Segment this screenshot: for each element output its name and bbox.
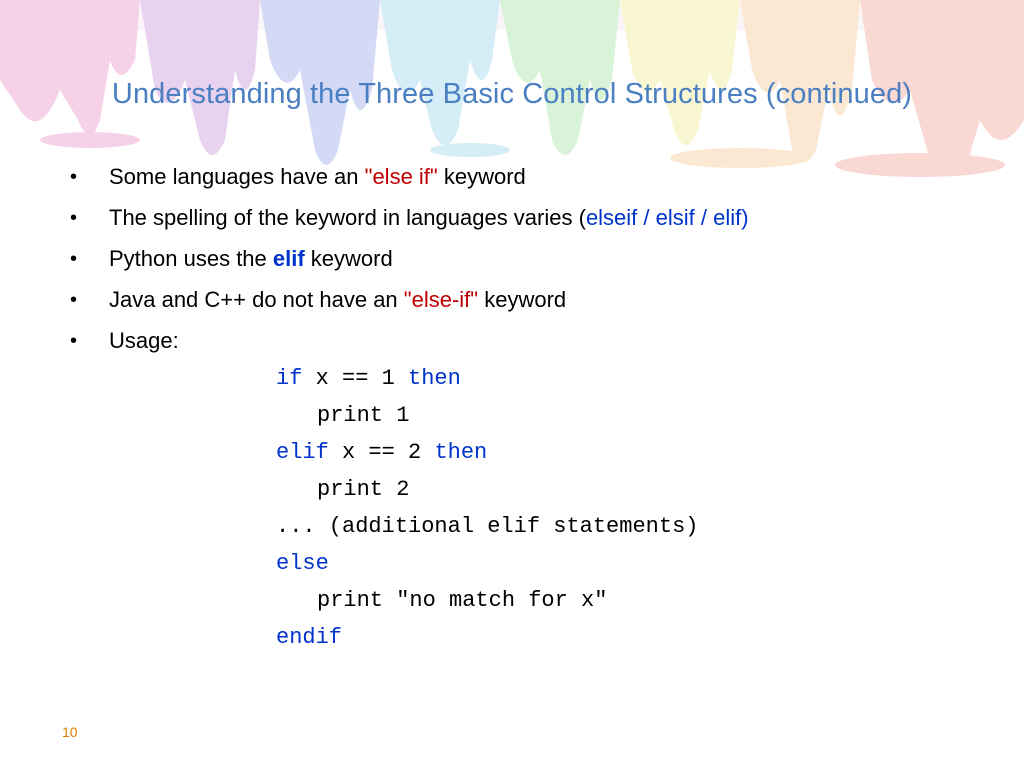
code-keyword: elif xyxy=(276,440,329,465)
code-line: print "no match for x" xyxy=(276,584,698,621)
bullet-item: • The spelling of the keyword in languag… xyxy=(70,201,970,242)
code-text: print "no match for x" xyxy=(317,588,608,613)
bullet-text: keyword xyxy=(304,246,393,271)
code-line: print 2 xyxy=(276,473,698,510)
code-text: x == 1 xyxy=(302,366,409,391)
bullet-text: Python uses the xyxy=(109,246,273,271)
code-text: x == 2 xyxy=(328,440,435,465)
bullet-icon: • xyxy=(70,166,78,188)
bullet-highlight: "else if" xyxy=(364,164,438,189)
page-number: 10 xyxy=(62,724,78,740)
bullet-item: • Python uses the elif keyword xyxy=(70,242,970,283)
bullet-list: • Some languages have an "else if" keywo… xyxy=(70,160,970,365)
code-keyword: if xyxy=(276,366,303,391)
bullet-highlight: "else-if" xyxy=(403,287,479,312)
bullet-text: Usage: xyxy=(109,328,179,353)
bullet-icon: • xyxy=(70,289,78,311)
bullet-text: keyword xyxy=(478,287,567,312)
code-line: else xyxy=(276,547,698,584)
bullet-item: • Usage: xyxy=(70,324,970,365)
bullet-item: • Some languages have an "else if" keywo… xyxy=(70,160,970,201)
paint-drip-background xyxy=(0,0,1024,177)
bullet-text: ) xyxy=(741,205,749,230)
code-line: print 1 xyxy=(276,399,698,436)
code-line: ... (additional elif statements) xyxy=(276,510,698,547)
bullet-item: • Java and C++ do not have an "else-if" … xyxy=(70,283,970,324)
code-line: endif xyxy=(276,621,698,658)
bullet-icon: • xyxy=(70,330,78,352)
code-block: if x == 1 then print 1 elif x == 2 then … xyxy=(276,362,698,658)
bullet-text: The spelling of the keyword in languages… xyxy=(109,205,586,230)
code-line: elif x == 2 then xyxy=(276,436,698,473)
code-keyword: then xyxy=(434,440,488,465)
slide-title: Understanding the Three Basic Control St… xyxy=(111,78,913,110)
bullet-icon: • xyxy=(70,248,78,270)
code-text: ... (additional elif statements) xyxy=(276,514,699,539)
bullet-text: keyword xyxy=(437,164,526,189)
bullet-highlight: elif xyxy=(272,246,305,271)
code-text: print 2 xyxy=(317,477,410,502)
code-text: print 1 xyxy=(317,403,410,428)
bullet-text: Some languages have an xyxy=(109,164,365,189)
bullet-highlight: elseif / elsif / elif xyxy=(585,205,742,230)
code-keyword: endif xyxy=(276,625,343,650)
code-keyword: then xyxy=(408,366,461,391)
bullet-text: Java and C++ do not have an xyxy=(109,287,404,312)
code-line: if x == 1 then xyxy=(276,362,698,399)
code-keyword: else xyxy=(276,551,329,576)
bullet-icon: • xyxy=(70,207,78,229)
